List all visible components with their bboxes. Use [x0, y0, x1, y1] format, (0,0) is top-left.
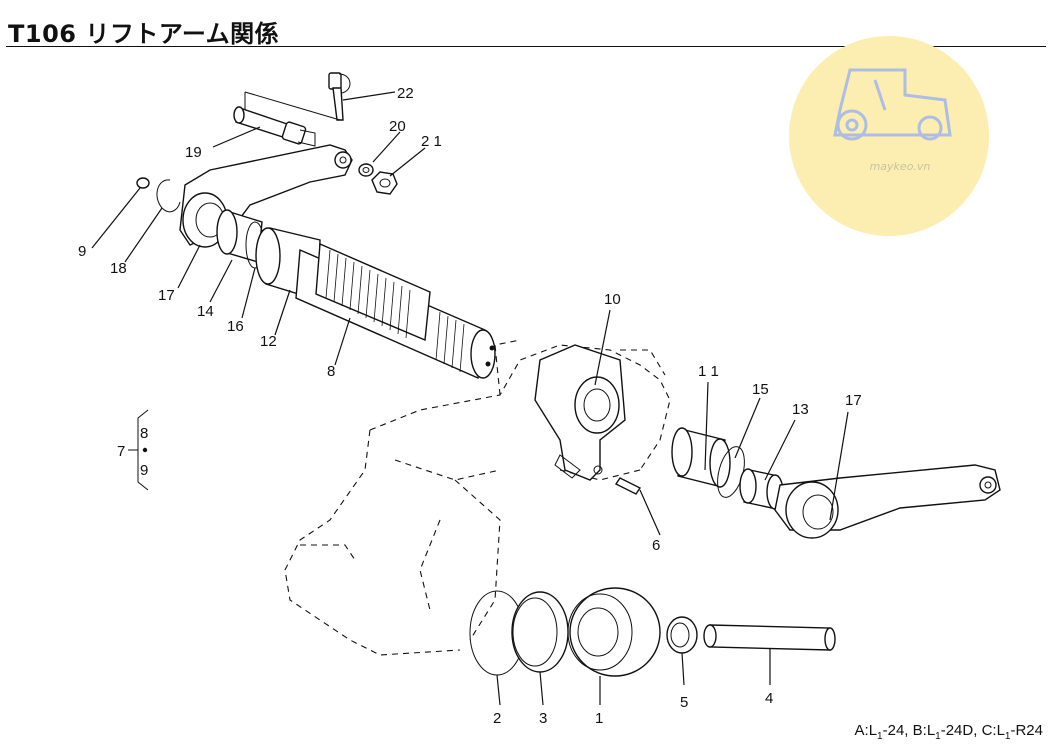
- callout-21: 2 1: [421, 133, 442, 150]
- part-20-washer: [358, 163, 374, 177]
- leader-lines: [91, 91, 849, 706]
- tractor-icon: [833, 68, 952, 141]
- callout-16: 16: [227, 318, 244, 335]
- group-bracket-7: [128, 409, 149, 491]
- part-13-bushing: [739, 468, 784, 510]
- model-b-label: B:L: [912, 722, 936, 739]
- callout-15: 15: [752, 381, 769, 398]
- callout-18: 18: [110, 260, 127, 277]
- part-6-roll-pin: [614, 477, 642, 495]
- callout-14: 14: [197, 303, 214, 320]
- callout-7: 7: [117, 443, 125, 460]
- watermark-logo: maykeo.vn: [789, 36, 989, 236]
- callout-11: 1 1: [698, 363, 719, 380]
- part-17-lift-arm-right: [774, 464, 1001, 539]
- group-item-9: 9: [140, 462, 148, 479]
- callout-12: 12: [260, 333, 277, 350]
- model-b-rest: -24D,: [940, 722, 978, 739]
- callout-13: 13: [792, 401, 809, 418]
- part-4-pin: [703, 624, 836, 651]
- model-a-sub: 1: [877, 731, 883, 742]
- part-10-lift-lever: [534, 344, 626, 481]
- callout-2: 2: [493, 710, 501, 727]
- callout-3: 3: [539, 710, 547, 727]
- part-5-collar: [666, 616, 698, 654]
- part-18-snap-ring: [156, 179, 181, 213]
- callout-6: 6: [652, 537, 660, 554]
- part-22-pin: [328, 72, 351, 121]
- part-3-seal-ring: [511, 591, 569, 673]
- part-1-piston: [567, 587, 661, 677]
- lift-housing: [284, 339, 671, 656]
- part-11-bushing: [671, 427, 731, 488]
- model-c-rest: -R24: [1010, 722, 1043, 739]
- group-item-8: 8: [140, 425, 148, 442]
- page-title: T106 リフトアーム関係: [8, 20, 280, 48]
- callout-9: 9: [78, 243, 86, 260]
- model-c-label: C:L: [981, 722, 1005, 739]
- callout-5: 5: [680, 694, 688, 711]
- watermark-text: maykeo.vn: [870, 160, 931, 173]
- callout-17-left: 17: [158, 287, 175, 304]
- part-21-nut: [371, 171, 398, 195]
- callout-4: 4: [765, 690, 773, 707]
- callout-19: 19: [185, 144, 202, 161]
- callout-8: 8: [327, 363, 335, 380]
- callout-20: 20: [389, 118, 406, 135]
- callout-1: 1: [595, 710, 603, 727]
- callout-22: 22: [397, 85, 414, 102]
- part-9-washer: [136, 177, 150, 189]
- leader-guide-22: [244, 91, 341, 121]
- part-14-bushing: [216, 209, 263, 263]
- callout-17-right: 17: [845, 392, 862, 409]
- model-c-sub: 1: [1004, 731, 1011, 742]
- model-a-label: A:L: [854, 722, 878, 739]
- part-8-splined-shaft: [295, 242, 496, 380]
- title-underline: [6, 46, 1046, 47]
- model-a-rest: -24,: [882, 722, 909, 739]
- part-19-pin: [233, 106, 316, 147]
- callout-10: 10: [604, 291, 621, 308]
- model-b-sub: 1: [935, 731, 941, 742]
- model-applicability-note: A:L1-24, B:L1-24D, C:L1-R24: [855, 722, 1043, 742]
